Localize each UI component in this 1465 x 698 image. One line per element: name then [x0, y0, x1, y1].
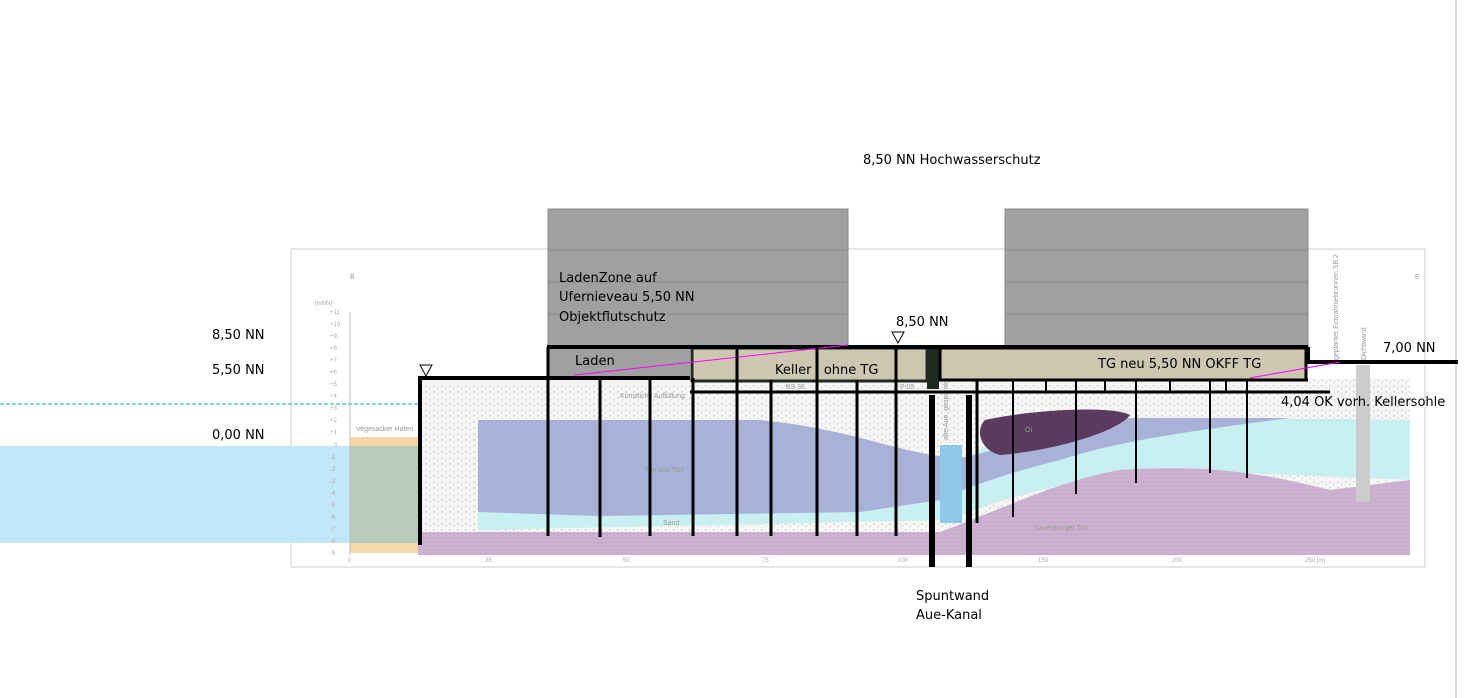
- oi-label: Oi: [1025, 427, 1032, 434]
- corner-label-e: E: [1415, 274, 1420, 281]
- separator-wall: [927, 347, 939, 389]
- harbor-label: Vegesacker Hafen: [356, 426, 413, 433]
- x-tick: 50: [623, 558, 630, 564]
- y-tick: +10: [330, 322, 341, 328]
- piles: [546, 347, 1248, 567]
- y-tick: +5: [330, 382, 338, 388]
- laden-box: [548, 347, 690, 378]
- aue-label: alte Aue, gespundet: [943, 378, 950, 440]
- kellersohle-label: 4,04 OK vorh. Kellersohle: [1281, 395, 1445, 410]
- y-tick: +9: [330, 334, 338, 340]
- tg-neu-label: TG neu 5,50 NN OKFF TG: [1097, 357, 1261, 372]
- hochwasserschutz-label: 8,50 NN Hochwasserschutz: [863, 153, 1041, 168]
- level-000-label: 0,00 NN: [212, 428, 265, 443]
- bottom-layer-label: Lauenburger Ton: [1035, 525, 1088, 532]
- y-tick: -8: [330, 539, 336, 545]
- x-tick: 150: [1038, 558, 1049, 564]
- dichtwand-label: Dichtwand: [1361, 327, 1368, 360]
- y-tick: +4: [330, 394, 338, 400]
- slope-line-right: [1249, 361, 1341, 379]
- y-tick: -6: [330, 515, 336, 521]
- p05-label: P 05: [900, 384, 914, 391]
- spuntwand-label: Spuntwand: [916, 589, 989, 604]
- level-550-label: 5,50 NN: [212, 363, 265, 378]
- dichtwand: [1356, 365, 1370, 502]
- y-tick: +1: [330, 430, 338, 436]
- level-700-label: 7,00 NN: [1383, 341, 1436, 356]
- y-tick: +8: [330, 346, 338, 352]
- keller-label: Keller ohne TG: [775, 363, 878, 378]
- y-tick: -5: [330, 503, 336, 509]
- y-tick: -4: [330, 491, 336, 497]
- y-tick: -1: [330, 455, 336, 461]
- x-tick: 25: [485, 558, 492, 564]
- y-axis: [mNN] +11 +10 +9 +8 +7 +6 +5 +4 +3 +2 +1…: [315, 301, 351, 557]
- bs36-label: BS 36: [786, 384, 805, 391]
- slope-line-left: [574, 344, 849, 376]
- ladenzone-line-3: Objektflutschutz: [559, 310, 666, 325]
- y-axis-unit: [mNN]: [315, 301, 332, 307]
- clay-layer-label: Ton und Torf: [645, 467, 683, 474]
- x-tick: 250 [m]: [1305, 558, 1325, 564]
- x-tick: 100: [898, 558, 909, 564]
- y-tick: -7: [330, 527, 336, 533]
- corner-label-b: B: [350, 274, 355, 281]
- y-tick: -9: [330, 551, 336, 557]
- y-tick: 0: [334, 443, 338, 449]
- clay-layer: [478, 418, 1290, 516]
- ladenzone-line-1: LadenZone auf: [559, 271, 657, 286]
- x-axis: 0 25 50 75 100 150 200 250 [m]: [348, 558, 1325, 564]
- y-tick: -3: [330, 479, 336, 485]
- water-level-marker-left: [419, 364, 433, 378]
- building-right: [1004, 208, 1309, 348]
- level-850-label: 8,50 NN: [212, 328, 265, 343]
- y-tick: +6: [330, 370, 338, 376]
- sand-layer-label: Sand: [663, 520, 679, 527]
- aue-canal: [940, 445, 962, 523]
- harbor-water: [350, 446, 418, 543]
- ladenzone-line-2: Ufernieveau 5,50 NN: [559, 290, 695, 305]
- y-tick: -2: [330, 467, 336, 473]
- x-tick: 0: [348, 558, 352, 564]
- bottom-layer: [418, 468, 1410, 555]
- fill-layer-label: Künstliche Auffüllung: [620, 393, 685, 400]
- mid-850-label: 8,50 NN: [896, 315, 949, 330]
- oi-lens: [980, 409, 1130, 455]
- y-tick: +3: [330, 406, 338, 412]
- water-level-marker-mid: [891, 331, 905, 345]
- x-tick: 200: [1172, 558, 1183, 564]
- aue-kanal-label: Aue-Kanal: [916, 608, 982, 623]
- x-tick: 75: [762, 558, 769, 564]
- y-tick: +7: [330, 358, 338, 364]
- building-left: [547, 208, 849, 348]
- y-tick: +11: [330, 310, 340, 316]
- y-tick: +2: [330, 418, 338, 424]
- brunnen-label: geplanter Entnahmebrunnen SB 2: [1333, 254, 1340, 360]
- laden-label: Laden: [575, 354, 615, 369]
